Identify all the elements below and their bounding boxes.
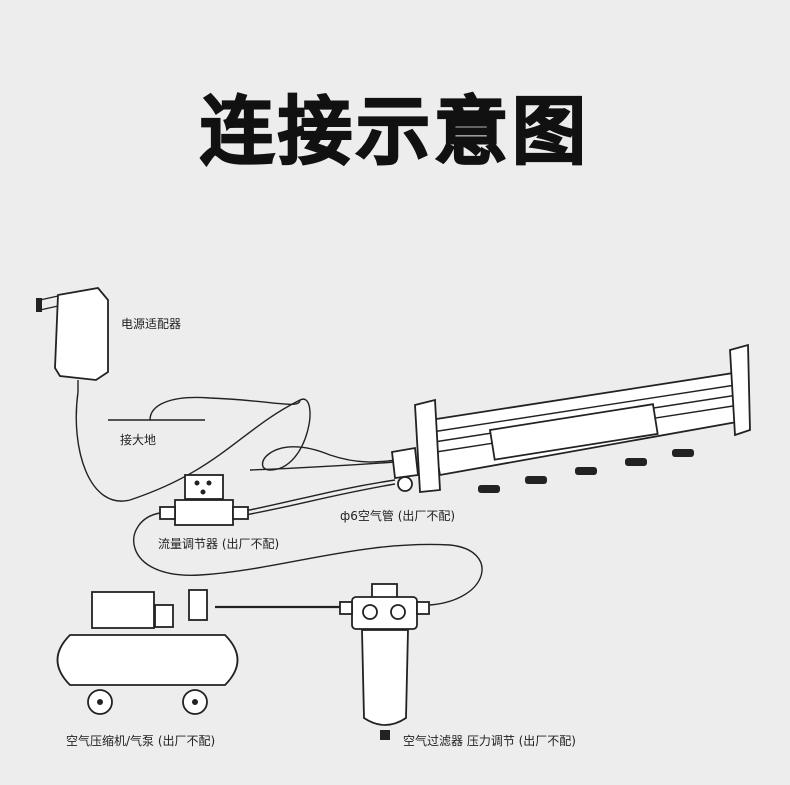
page-title: 连接示意图 [199,88,590,176]
compressor-label: 空气压缩机/气泵 (出厂不配) [66,733,215,748]
flow-regulator-label: 流量调节器 (出厂不配) [158,537,279,551]
air-tube [239,461,396,517]
filter-label: 空气过滤器 压力调节 (出厂不配) [403,733,576,748]
power-adapter-icon [36,287,109,392]
power-cable [75,391,396,502]
flow-regulator-icon [159,474,249,526]
air-tube-to-filter [133,512,483,606]
air-tube-label: ф6空气管 (出厂不配) [340,508,455,523]
ground-label: 接大地 [120,432,156,447]
air-compressor-icon [56,589,239,715]
ionizer-bar [391,343,751,493]
power-adapter-label: 电源适配器 [121,317,181,331]
ground-wire [108,396,301,421]
air-filter-regulator-icon [339,583,430,740]
